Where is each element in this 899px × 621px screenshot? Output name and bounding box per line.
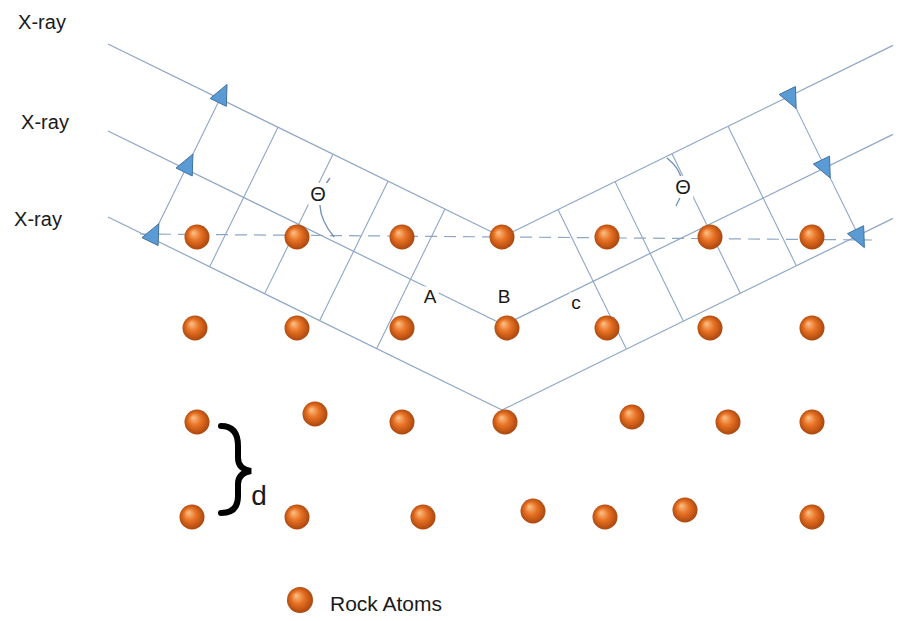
rock-atom — [698, 225, 723, 250]
rock-atom — [285, 316, 310, 341]
rock-atom — [390, 225, 415, 250]
rock-atom — [595, 225, 620, 250]
rock-atom — [285, 225, 310, 250]
incident-ray — [108, 44, 502, 237]
wavefront-line — [558, 210, 626, 349]
wave-arrowhead — [210, 84, 227, 106]
incident-ray — [108, 217, 502, 410]
wave-arrowhead — [847, 226, 864, 248]
wavefront-line — [265, 154, 333, 293]
rock-atom — [185, 410, 210, 435]
wavefront-line — [615, 182, 683, 321]
ray-label: X-ray — [12, 208, 64, 230]
rock-atom — [800, 505, 825, 530]
diffracted-ray — [502, 45, 893, 237]
rock-atom — [183, 316, 208, 341]
rock-atom — [495, 316, 520, 341]
wave-arrowhead — [813, 156, 830, 178]
wavefront-line — [672, 154, 740, 293]
legend-symbol — [287, 587, 313, 613]
diffracted-ray — [504, 134, 893, 325]
point-label: B — [496, 287, 513, 308]
rock-atom — [285, 505, 310, 530]
rock-atom — [390, 410, 415, 435]
rock-atom — [493, 410, 518, 435]
wavefront-line — [320, 181, 388, 320]
wave-arrowhead — [142, 224, 159, 246]
rock-atom — [593, 505, 618, 530]
wave-arrowhead — [176, 154, 193, 176]
diffracted-ray — [502, 218, 893, 410]
legend-text: Rock Atoms — [328, 592, 444, 615]
rock-atom — [390, 316, 415, 341]
rock-atom — [800, 410, 825, 435]
point-label: A — [422, 287, 439, 308]
wavefront-line — [728, 126, 796, 265]
wave-arrowhead — [779, 87, 796, 109]
point-label: c — [569, 293, 583, 314]
rock-atom — [180, 505, 205, 530]
spacing-brace — [221, 426, 251, 513]
rock-atom — [698, 316, 723, 341]
rock-atom — [673, 498, 698, 523]
angle-label: Θ — [673, 176, 693, 198]
wavefront-line — [152, 99, 220, 238]
rock-atom — [716, 410, 741, 435]
angle-label: Θ — [308, 183, 328, 205]
ray-label: X-ray — [16, 11, 68, 33]
spacing-label: d — [249, 481, 269, 512]
rock-atom — [521, 499, 546, 524]
rock-atom — [595, 316, 620, 341]
wavefront-line — [210, 127, 278, 266]
rock-atom — [411, 505, 436, 530]
ray-label: X-ray — [19, 111, 71, 133]
incident-ray — [108, 131, 504, 325]
rock-atom — [620, 405, 645, 430]
rock-atom — [303, 402, 328, 427]
rock-atom — [800, 316, 825, 341]
rock-atom — [800, 225, 825, 250]
rock-atom — [185, 225, 210, 250]
wavefront-line — [790, 96, 858, 235]
rock-atom — [490, 225, 515, 250]
wavefront-line — [377, 209, 445, 348]
